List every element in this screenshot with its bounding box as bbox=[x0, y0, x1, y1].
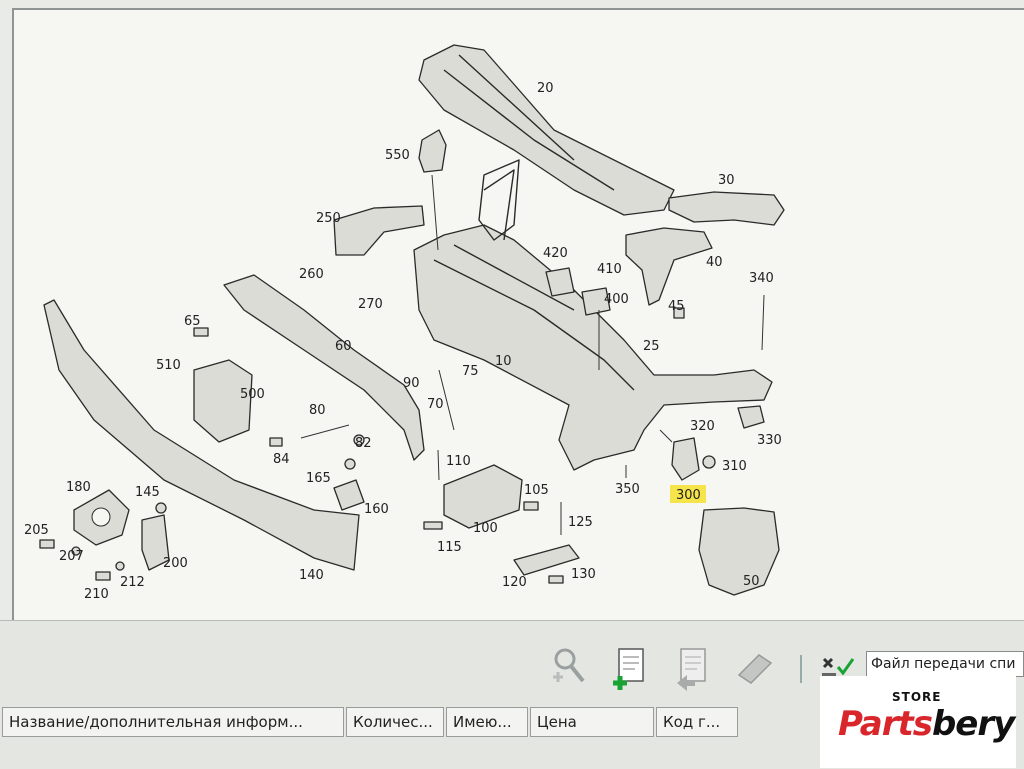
label-105[interactable]: 105 bbox=[524, 483, 549, 498]
label-250[interactable]: 250 bbox=[316, 211, 341, 226]
label-82[interactable]: 82 bbox=[355, 436, 372, 451]
label-420[interactable]: 420 bbox=[543, 246, 568, 261]
label-25[interactable]: 25 bbox=[643, 339, 660, 354]
label-20[interactable]: 20 bbox=[537, 81, 554, 96]
part-60[interactable] bbox=[223, 274, 425, 461]
label-300[interactable]: 300 bbox=[676, 488, 701, 503]
search-add-button[interactable] bbox=[545, 643, 593, 691]
logo-name: Partsbery bbox=[838, 704, 1015, 744]
partsbery-logo: STORE Partsbery bbox=[820, 676, 1016, 768]
logo-store-text: STORE bbox=[892, 690, 942, 704]
label-410[interactable]: 410 bbox=[597, 262, 622, 277]
label-115[interactable]: 115 bbox=[437, 540, 462, 555]
part-100[interactable] bbox=[443, 464, 523, 529]
label-340[interactable]: 340 bbox=[749, 271, 774, 286]
label-145[interactable]: 145 bbox=[135, 485, 160, 500]
toolbar-separator bbox=[800, 655, 802, 683]
label-550[interactable]: 550 bbox=[385, 148, 410, 163]
column-code[interactable]: Код г... bbox=[656, 707, 738, 737]
part-550[interactable] bbox=[418, 129, 447, 173]
label-400[interactable]: 400 bbox=[604, 292, 629, 307]
eraser-icon bbox=[737, 654, 773, 684]
part-120[interactable] bbox=[513, 544, 580, 576]
label-80[interactable]: 80 bbox=[309, 403, 326, 418]
label-100[interactable]: 100 bbox=[473, 521, 498, 536]
label-200[interactable]: 200 bbox=[163, 556, 188, 571]
label-160[interactable]: 160 bbox=[364, 502, 389, 517]
label-45[interactable]: 45 bbox=[668, 299, 685, 314]
label-310[interactable]: 310 bbox=[722, 459, 747, 474]
label-125[interactable]: 125 bbox=[568, 515, 593, 530]
part-200[interactable] bbox=[141, 514, 170, 571]
label-500[interactable]: 500 bbox=[240, 387, 265, 402]
column-name[interactable]: Название/дополнительная информ... bbox=[2, 707, 344, 737]
label-130[interactable]: 130 bbox=[571, 567, 596, 582]
part-30[interactable] bbox=[668, 191, 785, 226]
eraser-button[interactable] bbox=[731, 643, 779, 691]
label-165[interactable]: 165 bbox=[306, 471, 331, 486]
bottom-panel: Файл передачи спи Название/дополнительна… bbox=[0, 620, 1024, 769]
part-420[interactable] bbox=[545, 267, 575, 297]
label-75[interactable]: 75 bbox=[462, 364, 479, 379]
part-labels: 20 30 550 250 260 270 420 410 400 40 45 … bbox=[24, 81, 782, 602]
column-quantity[interactable]: Количес... bbox=[346, 707, 444, 737]
column-price[interactable]: Цена bbox=[530, 707, 654, 737]
document-export-icon bbox=[677, 648, 706, 691]
part-500[interactable] bbox=[193, 359, 253, 443]
transfer-list-button[interactable] bbox=[669, 643, 717, 691]
label-65[interactable]: 65 bbox=[184, 314, 201, 329]
fasteners bbox=[39, 174, 765, 584]
parts-diagram: 20 30 550 250 260 270 420 410 400 40 45 … bbox=[12, 8, 1024, 620]
label-60[interactable]: 60 bbox=[335, 339, 352, 354]
diagram-drawing: 20 30 550 250 260 270 420 410 400 40 45 … bbox=[24, 44, 785, 602]
label-510[interactable]: 510 bbox=[156, 358, 181, 373]
label-30[interactable]: 30 bbox=[718, 173, 735, 188]
part-160[interactable] bbox=[333, 479, 365, 511]
label-205[interactable]: 205 bbox=[24, 523, 49, 538]
label-40[interactable]: 40 bbox=[706, 255, 723, 270]
part-40[interactable] bbox=[625, 227, 713, 306]
document-add-icon bbox=[613, 648, 644, 690]
label-90[interactable]: 90 bbox=[403, 376, 420, 391]
magnifier-plus-icon bbox=[553, 648, 585, 683]
label-320[interactable]: 320 bbox=[690, 419, 715, 434]
part-50[interactable] bbox=[698, 507, 780, 596]
highlight-box bbox=[670, 485, 706, 503]
label-50[interactable]: 50 bbox=[743, 574, 760, 589]
label-180[interactable]: 180 bbox=[66, 480, 91, 495]
label-350[interactable]: 350 bbox=[615, 482, 640, 497]
part-400[interactable] bbox=[581, 287, 611, 316]
label-10[interactable]: 10 bbox=[495, 354, 512, 369]
label-210[interactable]: 210 bbox=[84, 587, 109, 602]
label-270[interactable]: 270 bbox=[358, 297, 383, 312]
label-260[interactable]: 260 bbox=[299, 267, 324, 282]
label-84[interactable]: 84 bbox=[273, 452, 290, 467]
transfer-file-field[interactable]: Файл передачи спи bbox=[866, 651, 1024, 677]
label-207[interactable]: 207 bbox=[59, 549, 84, 564]
part-250[interactable] bbox=[333, 205, 425, 256]
part-330[interactable] bbox=[737, 405, 765, 429]
label-70[interactable]: 70 bbox=[427, 397, 444, 412]
label-110[interactable]: 110 bbox=[446, 454, 471, 469]
label-120[interactable]: 120 bbox=[502, 575, 527, 590]
part-300[interactable] bbox=[671, 437, 700, 481]
label-330[interactable]: 330 bbox=[757, 433, 782, 448]
add-to-list-button[interactable] bbox=[607, 643, 655, 691]
part-20[interactable] bbox=[418, 44, 675, 216]
label-212[interactable]: 212 bbox=[120, 575, 145, 590]
part-140[interactable] bbox=[43, 299, 360, 571]
label-140[interactable]: 140 bbox=[299, 568, 324, 583]
column-available[interactable]: Имею... bbox=[446, 707, 528, 737]
